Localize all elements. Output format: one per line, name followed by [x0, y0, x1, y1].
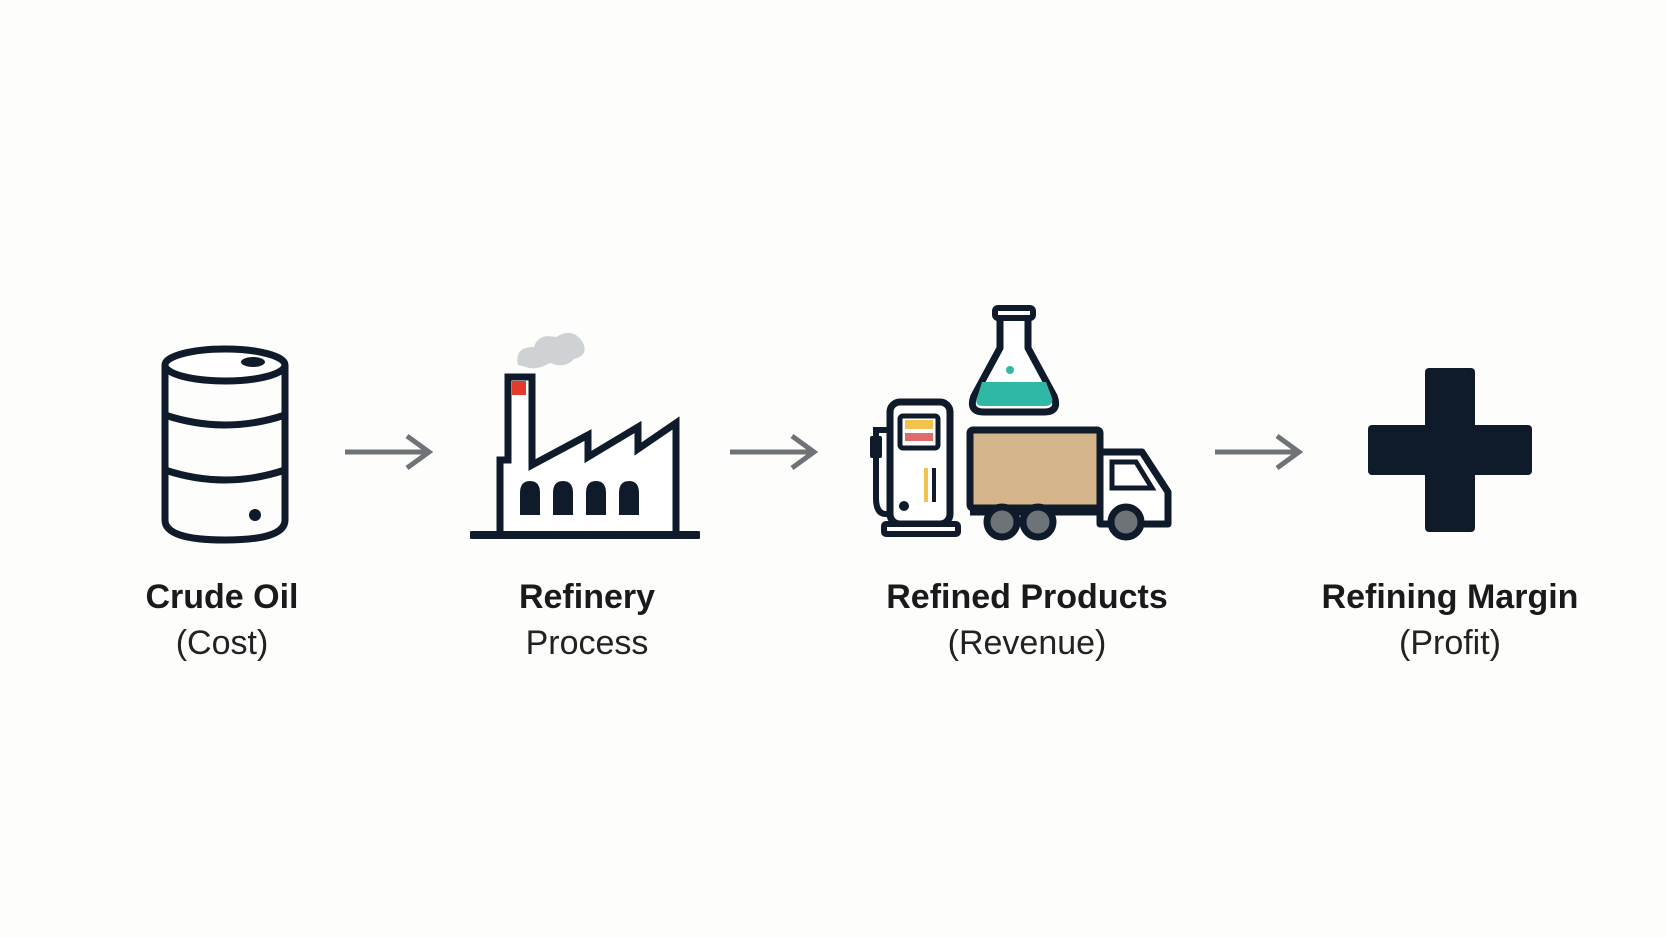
stage-title: Crude Oil: [145, 578, 299, 616]
plus-icon: [1368, 368, 1532, 532]
fuel-pump-icon: [870, 398, 961, 537]
stage-title: Refinery: [518, 578, 656, 616]
stage-label-refinery: Refinery Process: [377, 574, 797, 666]
fuel-pump-truck-flask-icon: [870, 305, 1172, 541]
stage-title: Refining Margin: [1321, 578, 1579, 616]
flow-arrow-1: [345, 433, 434, 471]
flow-arrow-3: [1215, 433, 1304, 471]
flow-arrow-2: [730, 433, 819, 471]
stage-subtitle: (Cost): [175, 624, 269, 662]
flask-icon: [968, 305, 1060, 416]
stage-subtitle: Process: [525, 624, 649, 662]
stage-subtitle: (Profit): [1399, 624, 1501, 662]
stage-label-refining-margin: Refining Margin (Profit): [1240, 574, 1660, 666]
stage-subtitle: (Revenue): [947, 624, 1107, 662]
stage-title: Refined Products: [886, 578, 1168, 616]
stage-label-refined-products: Refined Products (Revenue): [817, 574, 1237, 666]
factory-icon: [470, 332, 700, 539]
oil-barrel-icon: [161, 345, 289, 544]
stage-label-crude-oil: Crude Oil (Cost): [12, 574, 432, 666]
delivery-truck-icon: [966, 426, 1172, 541]
